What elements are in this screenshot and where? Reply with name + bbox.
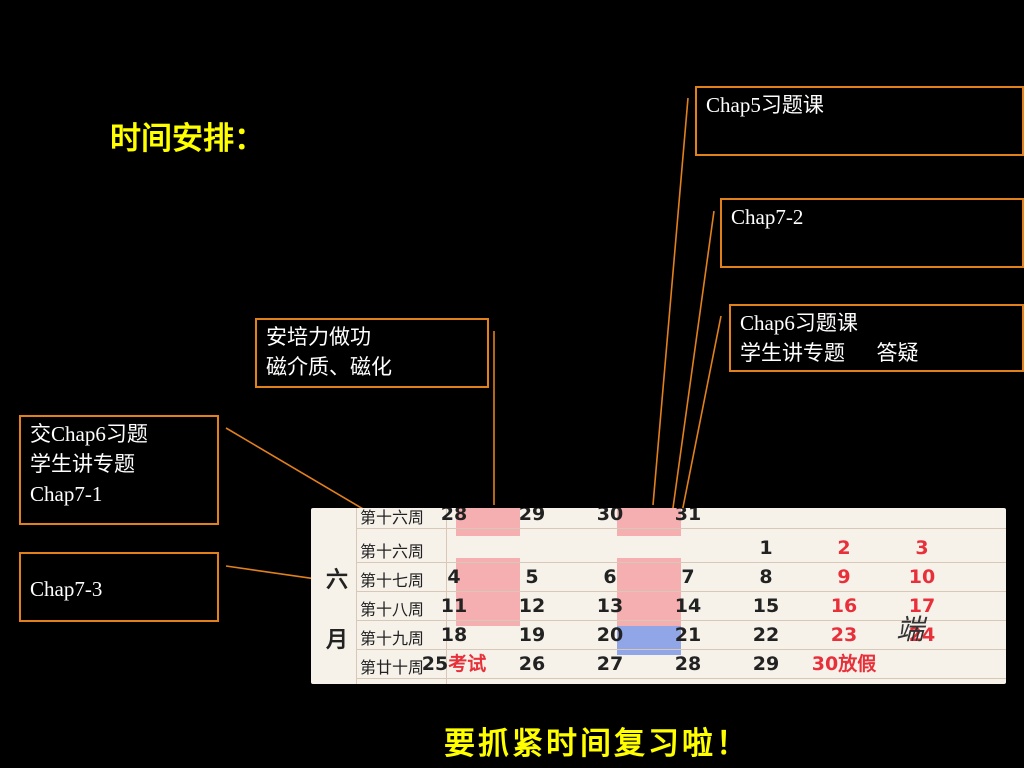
note-line: Chap7-2 xyxy=(731,205,804,229)
day-cell xyxy=(415,534,493,563)
day-cell: 13 xyxy=(596,595,624,617)
day-cell: 1 xyxy=(759,537,773,559)
highlight-4-11 xyxy=(456,558,520,626)
note-chap7-3: Chap7-3 xyxy=(19,552,219,622)
week-label: 第十七周 xyxy=(360,571,425,590)
highlight-30 xyxy=(617,508,681,536)
highlight-28 xyxy=(456,508,520,536)
day-cell: 5 xyxy=(525,566,539,588)
day-cell: 27 xyxy=(596,653,624,675)
note-chap5: Chap5习题课 xyxy=(695,86,1024,156)
note-line: 交Chap6习题 xyxy=(30,422,148,446)
day-cell: 30 xyxy=(596,508,624,525)
day-cell: 11 xyxy=(440,595,468,617)
grid-line xyxy=(356,508,357,684)
day-cell: 12 xyxy=(518,595,546,617)
day-cell: 16 xyxy=(830,595,858,617)
day-cell: 8 xyxy=(759,566,773,588)
note-line: 学生讲专题 答疑 xyxy=(740,341,919,365)
footer-slogan: 要抓紧时间复习啦！ xyxy=(444,726,750,762)
note-line: Chap7-1 xyxy=(30,482,103,506)
day-cell: 17 xyxy=(908,595,936,617)
calendar-row: 第十六周 1 2 3 xyxy=(356,534,1006,563)
day-cell: 21 xyxy=(674,624,702,646)
connector-chap5 xyxy=(652,97,689,506)
day-cell: 20 xyxy=(596,624,624,646)
week-label: 第十九周 xyxy=(360,629,425,648)
signature: 端 xyxy=(896,613,925,646)
note-ampere: 安培力做功 磁介质、磁化 xyxy=(255,318,489,388)
week-label: 第十八周 xyxy=(360,600,425,619)
note-line: 安培力做功 xyxy=(266,325,371,349)
day-cell: 6 xyxy=(603,566,617,588)
day-cell: 29 xyxy=(752,653,780,675)
note-chap7-2: Chap7-2 xyxy=(720,198,1024,268)
day-cell xyxy=(883,650,961,679)
month-char: 月 xyxy=(326,628,349,653)
day-cell xyxy=(493,534,571,563)
month-char: 六 xyxy=(326,568,349,593)
day-cell xyxy=(649,534,727,563)
day-cell xyxy=(727,508,805,529)
calendar-row: 第十七周 4 5 6 7 8 9 10 xyxy=(356,563,1006,592)
highlight-6-13 xyxy=(617,558,681,626)
day-cell: 22 xyxy=(752,624,780,646)
note-line: 磁介质、磁化 xyxy=(266,355,392,379)
note-chap6: Chap6习题课 学生讲专题 答疑 xyxy=(729,304,1024,372)
note-line: Chap7-3 xyxy=(30,577,103,601)
day-cell: 9 xyxy=(837,566,851,588)
day-cell: 25考试 xyxy=(421,653,487,675)
day-cell: 2 xyxy=(837,537,851,559)
day-cell: 14 xyxy=(674,595,702,617)
week-label: 第十六周 xyxy=(360,508,425,527)
calendar-row: 第十八周 11 12 13 14 15 16 17 xyxy=(356,592,1006,621)
note-line: Chap6习题课 xyxy=(740,311,858,335)
note-line: 学生讲专题 xyxy=(30,452,135,476)
day-cell xyxy=(571,534,649,563)
note-line: Chap5习题课 xyxy=(706,93,824,117)
page-title: 时间安排： xyxy=(110,121,265,157)
day-cell: 30放假 xyxy=(811,653,877,675)
month-label: 六 月 xyxy=(311,534,356,684)
day-cell: 18 xyxy=(440,624,468,646)
calendar-row: 第十九周 18 19 20 21 22 23 24 xyxy=(356,621,1006,650)
week-label: 第廿十周 xyxy=(360,658,425,677)
day-cell xyxy=(883,508,961,529)
day-cell: 26 xyxy=(518,653,546,675)
day-cell: 3 xyxy=(915,537,929,559)
day-cell: 31 xyxy=(674,508,702,525)
day-cell: 15 xyxy=(752,595,780,617)
grid-line xyxy=(446,508,447,684)
day-cell: 28 xyxy=(674,653,702,675)
calendar-row: 第十六周 28 29 30 31 xyxy=(356,508,1006,529)
day-cell: 24 xyxy=(908,624,936,646)
note-hand-in: 交Chap6习题 学生讲专题 Chap7-1 xyxy=(19,415,219,525)
day-cell: 7 xyxy=(681,566,695,588)
highlight-20 xyxy=(617,626,681,655)
day-cell: 10 xyxy=(908,566,936,588)
day-cell: 23 xyxy=(830,624,858,646)
day-cell: 19 xyxy=(518,624,546,646)
day-cell: 29 xyxy=(518,508,546,525)
day-cell: 4 xyxy=(447,566,461,588)
day-cell xyxy=(805,508,883,529)
day-cell: 28 xyxy=(440,508,468,525)
week-label: 第十六周 xyxy=(360,542,425,561)
